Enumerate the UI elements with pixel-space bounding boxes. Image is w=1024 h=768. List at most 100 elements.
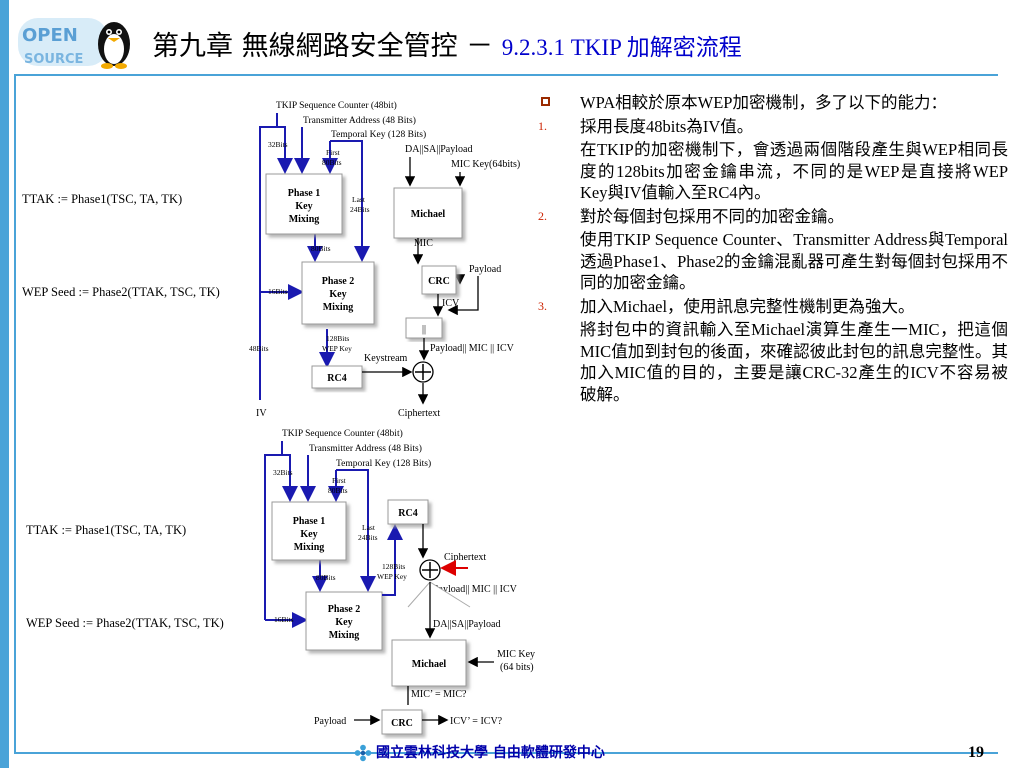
tsc-32-arrow: [277, 126, 293, 174]
wepkey-label-2-1: 128Bits: [382, 562, 405, 571]
square-bullet-icon: [541, 97, 550, 106]
item-3-text: 加入Michael，使用訊息完整性機制更為強大。: [580, 296, 915, 316]
first80-label-2: 80Bits: [328, 486, 348, 495]
bits80-label: 80Bits: [311, 244, 331, 253]
item-1: 1. 採用長度48bits為IV值。: [538, 116, 1008, 138]
payload-label-2: Payload: [314, 716, 346, 727]
item-2-paragraph: 使用TKIP Sequence Counter、Transmitter Addr…: [580, 230, 1008, 292]
rc4-box-2: [387, 499, 429, 525]
content-left-border: [14, 74, 16, 754]
phase1-label-2-1: Phase 1: [293, 516, 326, 527]
flower-icon: [354, 744, 372, 762]
ta-label: Transmitter Address (48 Bits): [303, 115, 416, 126]
mic-label: MIC: [414, 238, 433, 249]
phase2-label-3: Mixing: [323, 302, 354, 313]
rc4-label: RC4: [327, 373, 346, 384]
item-3-number: 3.: [538, 298, 547, 313]
header-divider: [14, 74, 998, 76]
xor-plus-2: [422, 562, 438, 578]
item-2: 2. 對於每個封包採用不同的加密金鑰。: [538, 206, 1008, 228]
item-1-paragraph: 在TKIP的加密機制下，會透過兩個階段產生與WEP相同長度的128bits加密金…: [580, 140, 1008, 202]
ciphertext-label-2: Ciphertext: [444, 552, 486, 563]
page-title: 第九章 無線網路安全管控 － 9.2.3.1 TKIP 加解密流程: [152, 24, 742, 63]
ta-label-2: Transmitter Address (48 Bits): [309, 443, 422, 454]
bullet-intro: WPA相較於原本WEP加密機制，多了以下的能力：: [538, 92, 1008, 114]
phase1-box: [265, 173, 343, 235]
item-2-text: 對於每個封包採用不同的加密金鑰。: [580, 206, 844, 226]
tsc-line-2: [264, 441, 283, 620]
phase2-label-2-3: Mixing: [329, 630, 360, 641]
footer-divider: [14, 752, 998, 754]
logo-text-bottom: SOURCE: [24, 52, 83, 67]
tsc-32-arrow-2: [282, 454, 298, 502]
item-2-number: 2.: [538, 208, 547, 223]
crc-label: CRC: [428, 276, 450, 287]
mickey-label: MIC Key(64bits): [451, 159, 520, 170]
dasa-label: DA||SA||Payload: [405, 144, 472, 155]
last-label-2: Last: [362, 523, 376, 532]
title-main: 第九章 無線網路安全管控 －: [152, 31, 502, 62]
tsc-line: [259, 113, 278, 400]
icv-check-label: ICV’ = ICV?: [450, 716, 503, 727]
phase1-label-2: Key: [295, 201, 312, 212]
phase2-label-2-2: Key: [335, 617, 352, 628]
logo-text-top: OPEN: [22, 25, 78, 46]
ttak-formula: TTAK := Phase1(TSC, TA, TK): [22, 192, 182, 206]
michael-box: [393, 187, 463, 239]
bits32-label: 32Bits: [268, 140, 288, 149]
mic-check-label: MIC’ = MIC?: [411, 689, 467, 700]
concat-label: ||: [422, 324, 426, 335]
tsc-label-2: TKIP Sequence Counter (48bit): [282, 428, 403, 439]
wepseed-formula-2: WEP Seed := Phase2(TTAK, TSC, TK): [26, 616, 224, 630]
explanation-text: WPA相較於原本WEP加密機制，多了以下的能力： 1. 採用長度48bits為I…: [538, 92, 1008, 407]
phase2-box-2: [305, 591, 383, 651]
phase1-label-2-3: Mixing: [294, 542, 325, 553]
wepseed-formula: WEP Seed := Phase2(TTAK, TSC, TK): [22, 285, 220, 299]
xor-plus: [415, 364, 431, 380]
crc-box-2: [381, 709, 423, 735]
ciphertext-label: Ciphertext: [398, 408, 440, 419]
icv-label: ICV: [442, 298, 460, 309]
dasa-label-2: DA||SA||Payload: [433, 619, 500, 630]
last24-label: 24Bits: [350, 205, 370, 214]
footer-org: 國立雲林科技大學 自由軟體研發中心: [354, 742, 605, 762]
michael-label: Michael: [411, 209, 446, 220]
phase2-label-1: Phase 2: [322, 276, 355, 287]
first80-label: 80Bits: [322, 158, 342, 167]
tk-last24-line: [330, 140, 363, 234]
penguin-icon: [98, 22, 130, 69]
last-label: Last: [352, 195, 366, 204]
crc-box: [421, 265, 457, 295]
ttak-formula-2: TTAK := Phase1(TSC, TA, TK): [26, 523, 186, 537]
phase1-label-2-2: Key: [300, 529, 317, 540]
phase1-label-1: Phase 1: [288, 188, 321, 199]
encryption-diagram: TKIP Sequence Counter (48bit) Transmitte…: [22, 100, 520, 419]
tsc-label: TKIP Sequence Counter (48bit): [276, 100, 397, 111]
payload-label: Payload: [469, 264, 501, 275]
first-label: First: [326, 148, 341, 157]
plmicicv-label: Payload|| MIC || ICV: [430, 343, 515, 354]
tk-last24-arrow-2: [336, 469, 376, 592]
plmicicv-label-2: Payload|| MIC || ICV: [433, 584, 518, 595]
phase2-box: [301, 261, 375, 325]
left-accent-bar: [0, 0, 9, 768]
first-label-2: First: [332, 476, 347, 485]
bits80-label-2: 80Bits: [316, 573, 336, 582]
title-sub: 9.2.3.1 TKIP 加解密流程: [501, 35, 742, 60]
payload-loop-arrow: [447, 276, 479, 316]
item-3: 3. 加入Michael，使用訊息完整性機制更為強大。: [538, 296, 1008, 318]
last24-label-2: 24Bits: [358, 533, 378, 542]
wepkey-arrow-2: [382, 524, 403, 596]
rc4-box: [311, 365, 363, 389]
wepkey-label-1: 128Bits: [326, 334, 349, 343]
item-1-number: 1.: [538, 118, 547, 133]
bits48-label: 48Bits: [249, 344, 269, 353]
phase2-label-2: Key: [329, 289, 346, 300]
phase2-label-2-1: Phase 2: [328, 604, 361, 615]
item-1-text: 採用長度48bits為IV值。: [580, 116, 754, 136]
crc-label-2: CRC: [391, 718, 413, 729]
decryption-diagram: TKIP Sequence Counter (48bit) Transmitte…: [26, 428, 535, 735]
mickey-label-2-1: MIC Key: [497, 649, 535, 660]
tk-label: Temporal Key (128 Bits): [331, 129, 426, 140]
